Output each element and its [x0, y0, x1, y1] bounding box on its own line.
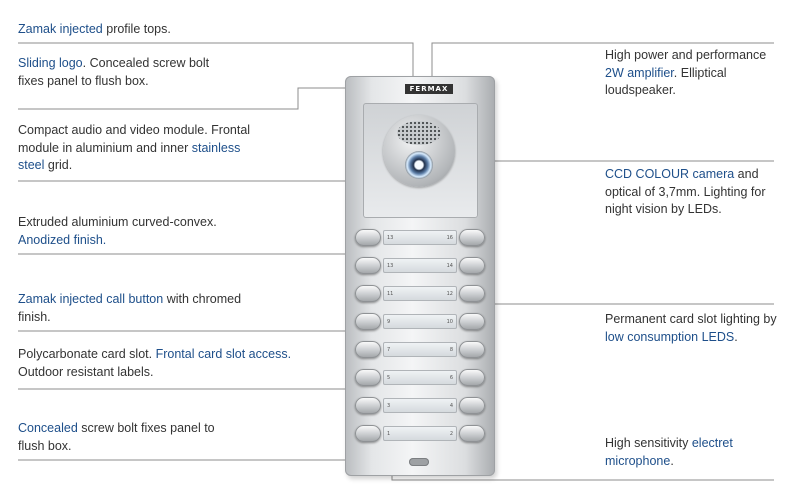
card-number: 12 — [446, 291, 453, 297]
call-button-row: 11 12 — [353, 282, 487, 306]
annotation-text: low consumption LEDS — [605, 329, 735, 344]
annotation-text: Sliding logo — [18, 56, 83, 70]
card-number: 9 — [387, 319, 391, 325]
call-button-row: 9 10 — [353, 310, 487, 334]
annotation-microphone: High sensitivity electret microphone. — [605, 435, 755, 470]
annotation-text: Polycarbonate card slot. — [18, 347, 156, 361]
call-button-row: 13 16 — [353, 226, 487, 250]
call-button-left[interactable] — [355, 397, 381, 414]
annotation-text: grid. — [44, 158, 73, 172]
speaker-grille-icon — [397, 121, 441, 145]
annotation-text: and optical of 3,7mm. Lighting for night… — [605, 167, 766, 216]
annotation-amplifier: High power and performance 2W amplifier.… — [605, 47, 785, 100]
annotation-text: Extruded aluminium curved-convex. — [18, 215, 217, 229]
annotation-text: Frontal card slot access. — [155, 347, 292, 361]
annotation-text: . Elliptical loudspeaker. — [605, 65, 727, 98]
call-button-right[interactable] — [459, 341, 485, 358]
call-button-right[interactable] — [459, 313, 485, 330]
call-button-right[interactable] — [459, 229, 485, 246]
card-number: 4 — [449, 403, 453, 409]
annotation-text: CCD COLOUR camera — [605, 167, 735, 181]
call-button-right[interactable] — [459, 425, 485, 442]
annotation-profile-tops: Zamak injected profile tops. — [18, 21, 248, 39]
annotation-text: . Concealed screw bolt fixes panel to fl… — [18, 56, 210, 88]
call-button-row: 13 14 — [353, 254, 487, 278]
brand-logo: FERMAX — [405, 84, 453, 94]
annotation-camera: CCD COLOUR camera and optical of 3,7mm. … — [605, 166, 785, 219]
microphone-icon — [409, 458, 429, 466]
call-button-right[interactable] — [459, 369, 485, 386]
annotation-text: High power and performance — [605, 48, 767, 62]
name-card: 13 14 — [383, 258, 457, 273]
card-number: 5 — [387, 375, 391, 381]
call-button-right[interactable] — [459, 397, 485, 414]
leader-profile-tops — [18, 42, 414, 79]
annotation-text: Outdoor resistant labels. — [18, 364, 154, 379]
call-button-left[interactable] — [355, 369, 381, 386]
card-number: 11 — [387, 291, 394, 297]
annotation-text: Permanent card slot lighting by — [605, 312, 777, 326]
annotation-card-slot: Polycarbonate card slot. Frontal card sl… — [18, 346, 293, 381]
name-card: 11 12 — [383, 286, 457, 301]
audio-video-module — [363, 103, 478, 218]
annotation-audio-video-module: Compact audio and video module. Frontal … — [18, 122, 253, 175]
leader-sliding-logo — [18, 87, 350, 110]
card-number: 10 — [446, 319, 453, 325]
call-button-left[interactable] — [355, 285, 381, 302]
annotation-call-button: Zamak injected call button with chromed … — [18, 291, 243, 326]
card-number: 6 — [449, 375, 453, 381]
annotation-sliding-logo: Sliding logo. Concealed screw bolt fixes… — [18, 55, 233, 90]
annotation-text: electret microphone — [605, 436, 733, 468]
annotation-text: screw bolt fixes panel to flush box. — [18, 421, 215, 453]
call-button-left[interactable] — [355, 341, 381, 358]
annotation-text: 2W amplifier — [605, 65, 674, 80]
call-button-right[interactable] — [459, 257, 485, 274]
annotation-text: profile tops. — [102, 22, 171, 36]
call-button-left[interactable] — [355, 229, 381, 246]
card-number: 8 — [449, 347, 453, 353]
card-number: 13 — [387, 235, 394, 241]
call-button-left[interactable] — [355, 425, 381, 442]
annotation-text: Compact audio and video module. Frontal … — [18, 123, 251, 155]
annotation-concealed-bolt: Concealed screw bolt fixes panel to flus… — [18, 420, 218, 455]
card-number: 14 — [446, 263, 453, 269]
annotation-text: Anodized finish. — [18, 232, 107, 247]
annotation-extruded-aluminium: Extruded aluminium curved-convex. Anodiz… — [18, 214, 243, 249]
annotation-text: Zamak injected call button — [18, 292, 164, 306]
annotation-text: with chromed finish. — [18, 292, 242, 324]
camera-lens-icon — [405, 151, 433, 179]
camera-ring — [383, 115, 455, 187]
name-card: 9 10 — [383, 314, 457, 329]
call-button-left[interactable] — [355, 313, 381, 330]
card-number: 16 — [446, 235, 453, 241]
name-card: 13 16 — [383, 230, 457, 245]
card-number: 7 — [387, 347, 391, 353]
card-number: 13 — [387, 263, 394, 269]
annotation-card-lighting: Permanent card slot lighting by low cons… — [605, 311, 785, 346]
card-number: 1 — [387, 431, 391, 437]
card-number: 2 — [449, 431, 453, 437]
card-number: 3 — [387, 403, 391, 409]
annotation-text: Concealed — [18, 421, 78, 435]
leader-concealed-bolt — [18, 459, 379, 472]
call-button-left[interactable] — [355, 257, 381, 274]
annotation-text: Zamak injected — [18, 22, 103, 36]
call-button-right[interactable] — [459, 285, 485, 302]
annotation-text: High sensitivity — [605, 436, 692, 450]
annotation-text: stainless steel — [18, 140, 241, 173]
annotation-text: . — [670, 453, 674, 468]
annotation-text: . — [734, 329, 738, 344]
